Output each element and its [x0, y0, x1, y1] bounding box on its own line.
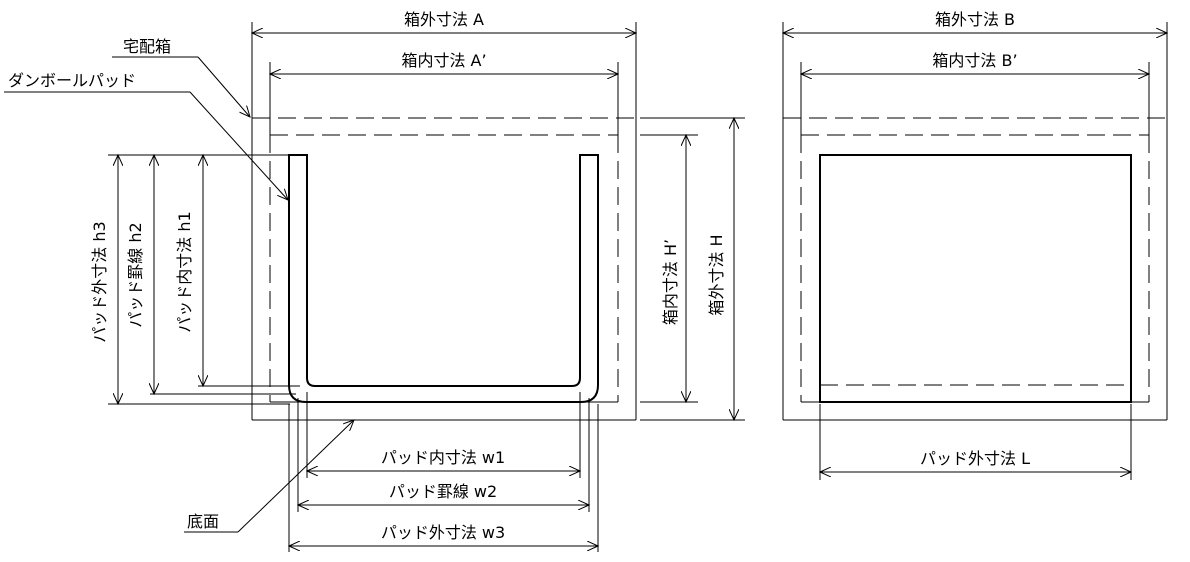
- side-pad-shape: [819, 154, 1132, 403]
- leader-pad: ダンボールパッド: [4, 71, 288, 200]
- pad-h1-label: パッド内寸法 h1: [175, 211, 194, 332]
- dim-pad-h2: パッド罫線 h2: [126, 155, 296, 394]
- dim-outer-width-b: 箱外寸法 B: [783, 10, 1167, 118]
- dim-pad-w3: パッド外寸法 w3: [289, 404, 598, 552]
- dim-outer-width-a: 箱外寸法 A: [252, 10, 636, 118]
- leader-bottom: 底面: [184, 420, 354, 533]
- inner-box-outline: [269, 134, 619, 403]
- outer-width-a-label: 箱外寸法 A: [404, 10, 484, 29]
- pad-w3-label: パッド外寸法 w3: [381, 523, 505, 542]
- pad-h3-label: パッド外寸法 h3: [90, 221, 109, 342]
- inner-height-h-prime-label: 箱内寸法 H’: [661, 239, 680, 325]
- dim-pad-w1: パッド内寸法 w1: [307, 392, 580, 478]
- box-label: 宅配箱: [123, 37, 171, 56]
- inner-width-b-prime-label: 箱内寸法 B’: [932, 51, 1017, 70]
- outer-width-b-label: 箱外寸法 B: [935, 10, 1015, 29]
- front-view: 箱外寸法 A 箱内寸法 A’ 宅配箱 ダンボールパッド パッド外寸法 h3: [4, 10, 745, 552]
- inner-width-a-prime-label: 箱内寸法 A’: [401, 51, 486, 70]
- bottom-label: 底面: [187, 512, 219, 531]
- dim-inner-width-a-prime: 箱内寸法 A’: [270, 51, 618, 135]
- side-inner-box-outline: [800, 134, 1150, 403]
- dim-outer-height-h: 箱外寸法 H: [640, 118, 745, 420]
- pad-w1-label: パッド内寸法 w1: [381, 448, 505, 467]
- pad-label: ダンボールパッド: [8, 71, 136, 90]
- dim-pad-h1: パッド内寸法 h1: [175, 155, 300, 386]
- dim-inner-height-h-prime: 箱内寸法 H’: [640, 135, 698, 402]
- dim-pad-length-l: パッド外寸法 L: [820, 404, 1131, 480]
- dim-inner-width-b-prime: 箱内寸法 B’: [801, 51, 1149, 135]
- leader-box: 宅配箱: [112, 37, 250, 117]
- pad-length-l-label: パッド外寸法 L: [920, 449, 1030, 468]
- pad-w2-label: パッド罫線 w2: [389, 482, 497, 501]
- outer-box-outline: [251, 117, 637, 421]
- cardboard-pad-shape: [288, 154, 599, 403]
- side-view: 箱外寸法 B 箱内寸法 B’ パッド外寸法 L: [783, 10, 1167, 480]
- side-outer-box-outline: [782, 117, 1168, 421]
- outer-height-h-label: 箱外寸法 H: [707, 234, 726, 315]
- pad-h2-label: パッド罫線 h2: [126, 222, 145, 327]
- dim-pad-w2: パッド罫線 w2: [298, 398, 589, 512]
